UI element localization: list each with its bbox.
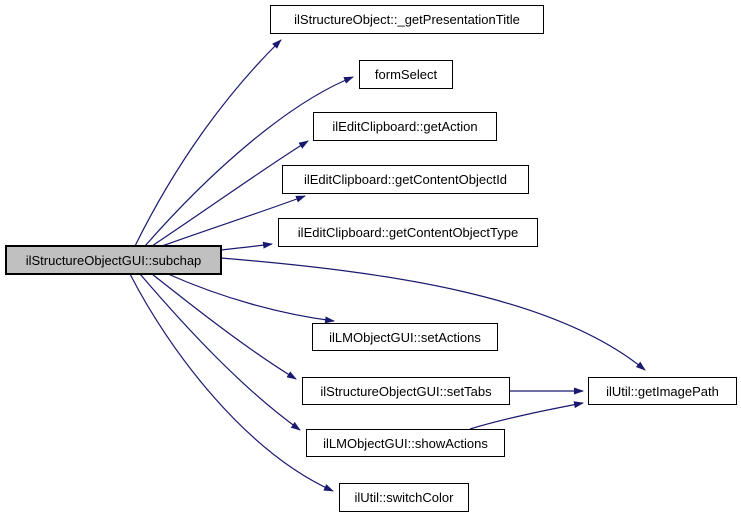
node-getimagepath[interactable]: ilUtil::getImagePath: [588, 377, 737, 405]
node-getaction[interactable]: ilEditClipboard::getAction: [313, 112, 497, 141]
node-setactions[interactable]: ilLMObjectGUI::setActions: [312, 323, 498, 351]
node-getpresentationtitle[interactable]: ilStructureObject::_getPresentationTitle: [270, 5, 544, 34]
edge-subchap-to-getimagepath: [220, 257, 646, 371]
node-showactions[interactable]: ilLMObjectGUI::showActions: [306, 429, 505, 457]
node-getcontentobjectid[interactable]: ilEditClipboard::getContentObjectId: [282, 165, 529, 194]
edge-subchap-to-getaction: [151, 140, 309, 247]
node-switchcolor[interactable]: ilUtil::switchColor: [339, 483, 469, 512]
edge-subchap-to-setactions: [167, 273, 335, 324]
edge-subchap-to-formselect: [144, 76, 354, 247]
edge-showactions-to-getimagepath: [469, 401, 584, 430]
edge-subchap-to-settabs: [151, 273, 297, 380]
edge-subchap-to-showactions: [139, 273, 301, 431]
node-getcontentobjecttype[interactable]: ilEditClipboard::getContentObjectType: [278, 218, 538, 247]
edge-subchap-to-getcontentobjecttype: [220, 241, 273, 251]
edge-subchap-to-switchcolor: [129, 273, 334, 492]
edge-subchap-to-getpresentationtitle: [134, 39, 282, 247]
edge-subchap-to-getcontentobjectid: [161, 195, 306, 247]
node-formselect[interactable]: formSelect: [359, 60, 453, 89]
node-settabs[interactable]: ilStructureObjectGUI::setTabs: [302, 377, 510, 405]
node-subchap: ilStructureObjectGUI::subchap: [5, 245, 222, 275]
